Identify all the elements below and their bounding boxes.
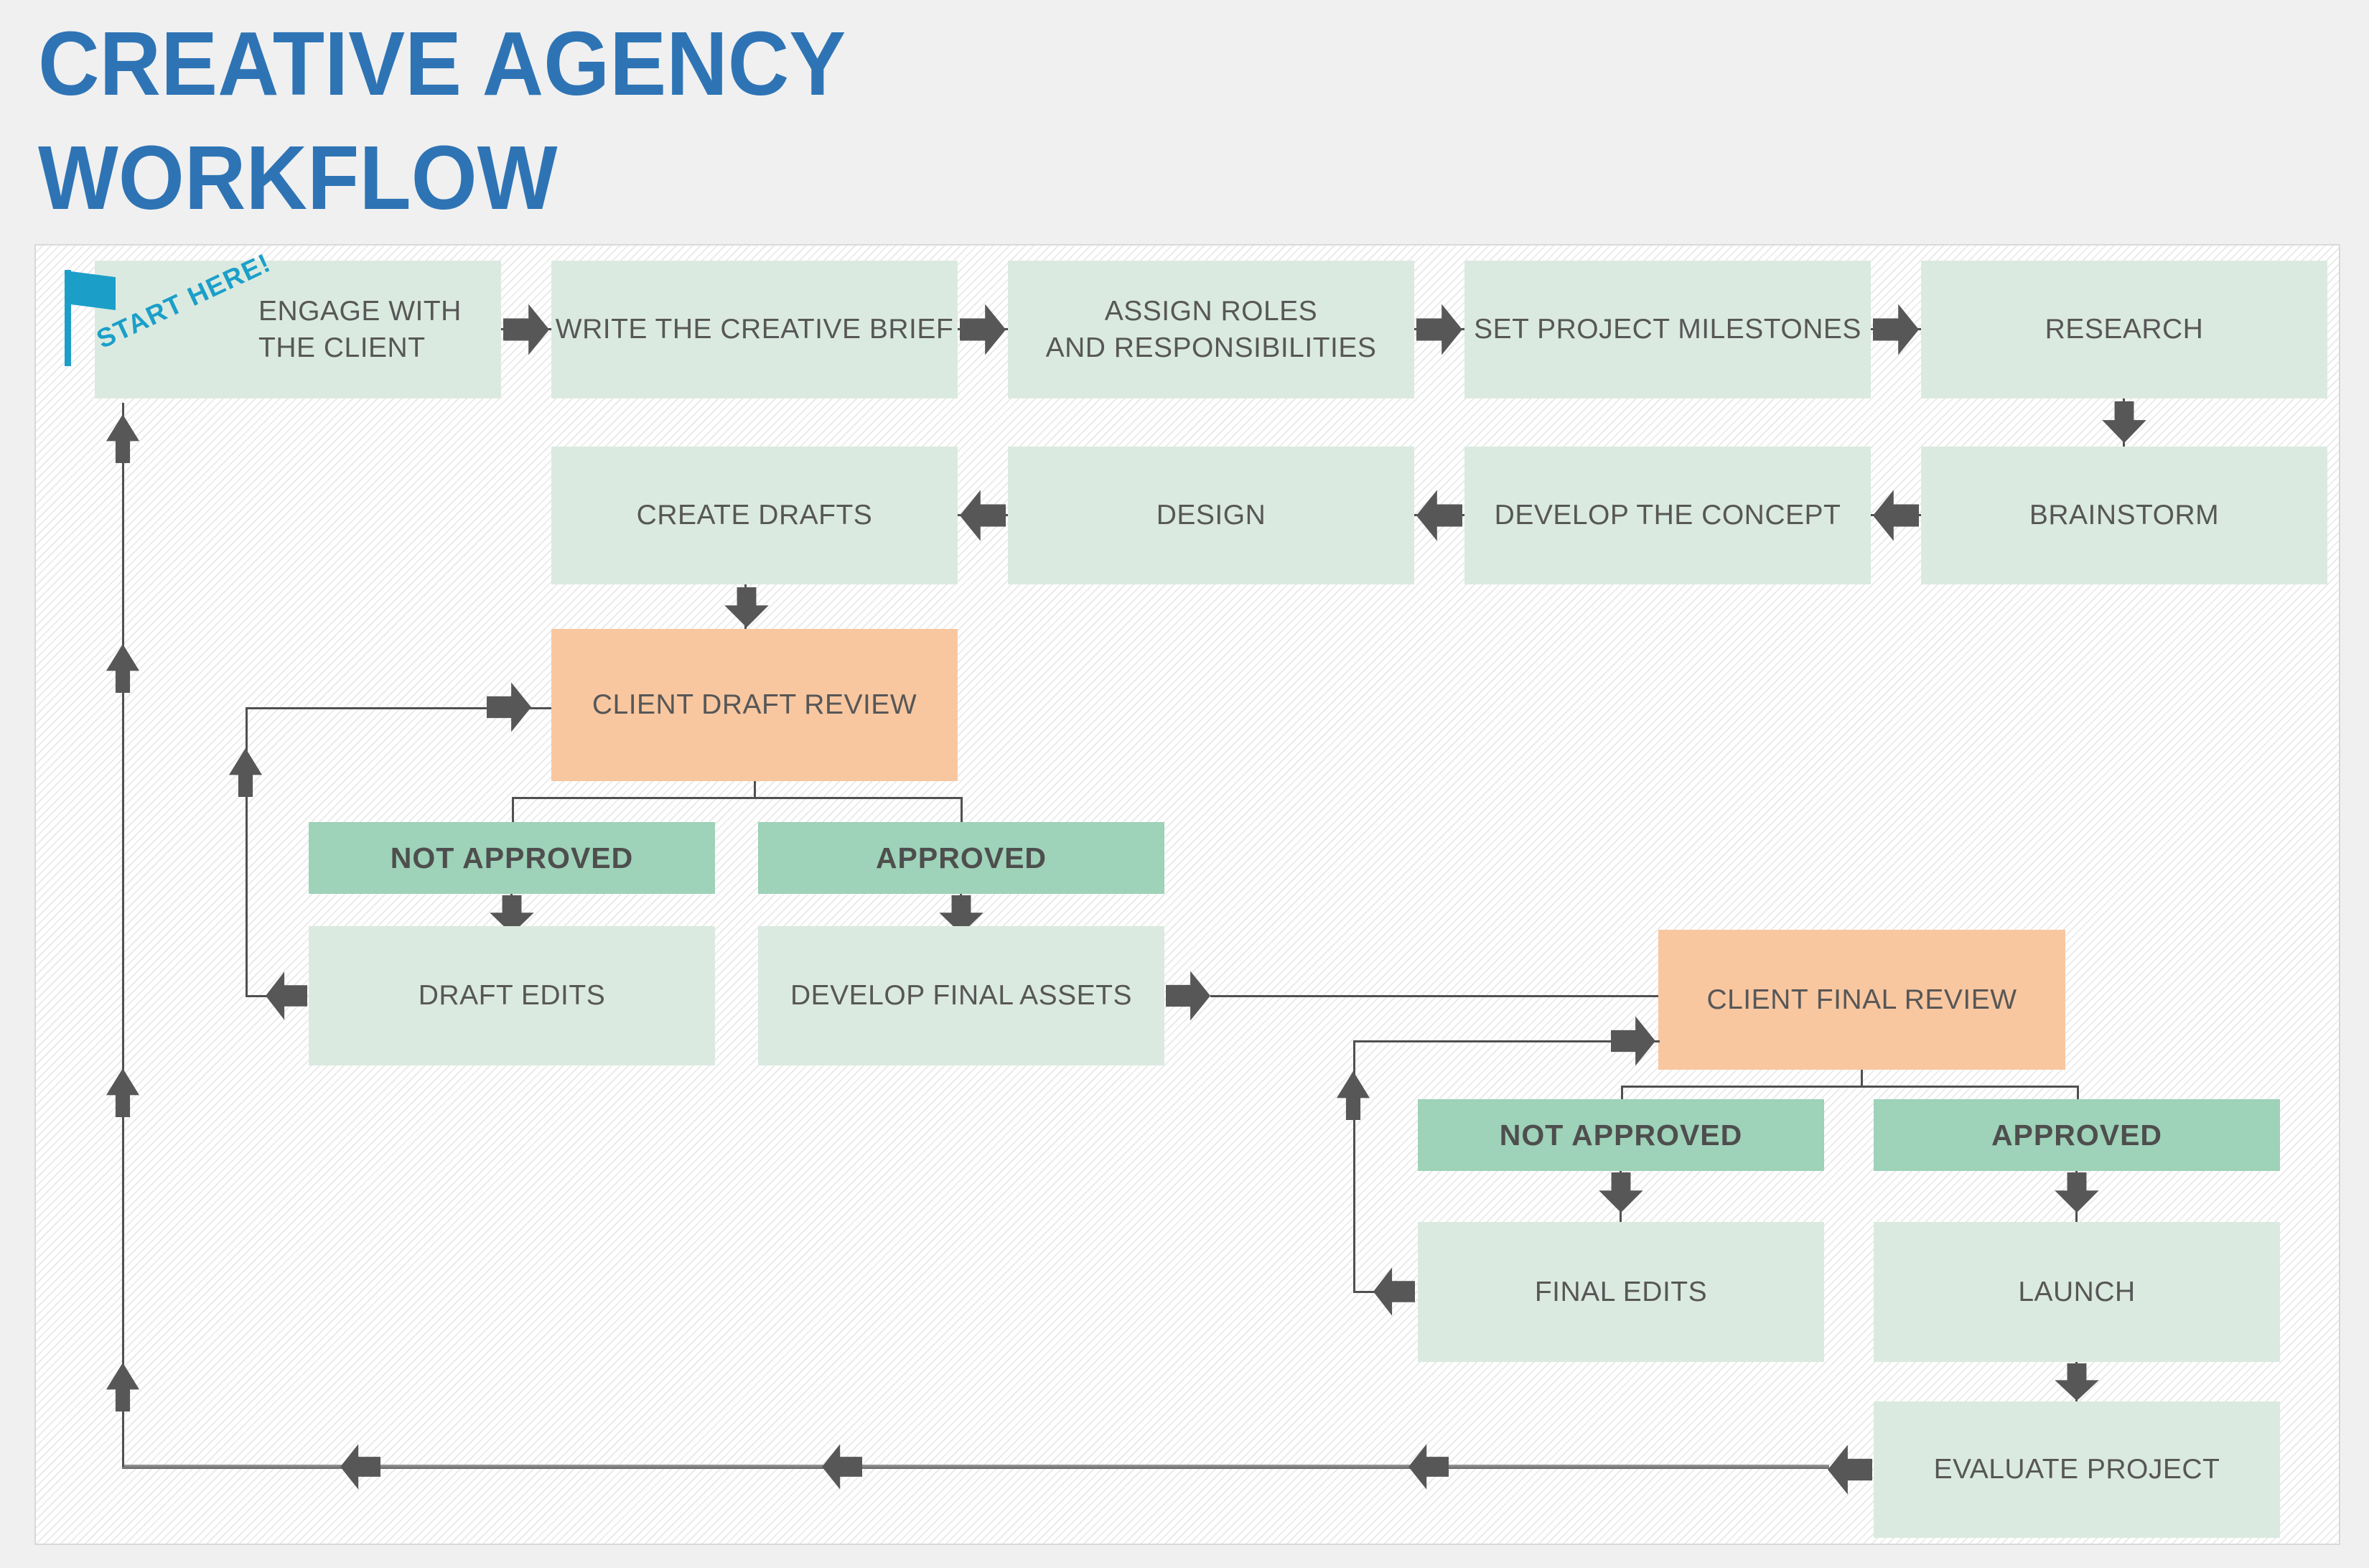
node-launch: LAUNCH bbox=[1874, 1222, 2280, 1362]
node-develop-final-assets: DEVELOP FINAL ASSETS bbox=[758, 926, 1164, 1065]
node-client-final-review: CLIENT FINAL REVIEW bbox=[1658, 930, 2065, 1070]
node-assign-roles-and-responsibilities: ASSIGN ROLES AND RESPONSIBILITIES bbox=[1008, 261, 1414, 398]
connector-line bbox=[122, 403, 124, 1467]
node-evaluate-project: EVALUATE PROJECT bbox=[1874, 1401, 2280, 1538]
node-not-approved-draft: NOT APPROVED bbox=[309, 822, 715, 894]
connector-line bbox=[2077, 1086, 2079, 1101]
node-client-draft-review: CLIENT DRAFT REVIEW bbox=[551, 629, 958, 781]
connector-line bbox=[1861, 1070, 1863, 1087]
connector-line bbox=[1210, 995, 1658, 997]
connector-line bbox=[246, 995, 267, 997]
connector-line bbox=[1621, 1086, 1623, 1101]
node-approved-final: APPROVED bbox=[1874, 1099, 2280, 1171]
connector-line bbox=[1353, 1040, 1355, 1293]
node-set-project-milestones: SET PROJECT MILESTONES bbox=[1464, 261, 1871, 398]
node-approved-draft: APPROVED bbox=[758, 822, 1164, 894]
connector-line bbox=[754, 781, 756, 798]
connector-line bbox=[961, 797, 963, 823]
connector-line bbox=[246, 707, 248, 997]
connector-line bbox=[246, 707, 488, 709]
node-develop-the-concept: DEVELOP THE CONCEPT bbox=[1464, 447, 1871, 584]
node-create-drafts: CREATE DRAFTS bbox=[551, 447, 958, 584]
node-draft-edits: DRAFT EDITS bbox=[309, 926, 715, 1065]
connector-line bbox=[1353, 1040, 1612, 1042]
page-title: CREATIVE AGENCY WORKFLOW bbox=[38, 7, 846, 235]
node-engage-with-the-client: ENGAGE WITH THE CLIENT bbox=[95, 261, 501, 398]
connector-line bbox=[512, 797, 963, 799]
flag-icon bbox=[65, 270, 116, 366]
page-title-line1: CREATIVE AGENCY bbox=[38, 13, 846, 114]
connector-line bbox=[512, 797, 514, 823]
connector-line bbox=[1353, 1291, 1376, 1293]
node-write-the-creative-brief: WRITE THE CREATIVE BRIEF bbox=[551, 261, 958, 398]
page-title-line2: WORKFLOW bbox=[38, 126, 558, 228]
connector-line bbox=[1654, 1040, 1660, 1042]
connector-line bbox=[1621, 1086, 2079, 1088]
node-research: RESEARCH bbox=[1921, 261, 2327, 398]
node-brainstorm: BRAINSTORM bbox=[1921, 447, 2327, 584]
connector-line bbox=[122, 1465, 1829, 1469]
node-final-edits: FINAL EDITS bbox=[1418, 1222, 1824, 1362]
node-not-approved-final: NOT APPROVED bbox=[1418, 1099, 1824, 1171]
node-design: DESIGN bbox=[1008, 447, 1414, 584]
